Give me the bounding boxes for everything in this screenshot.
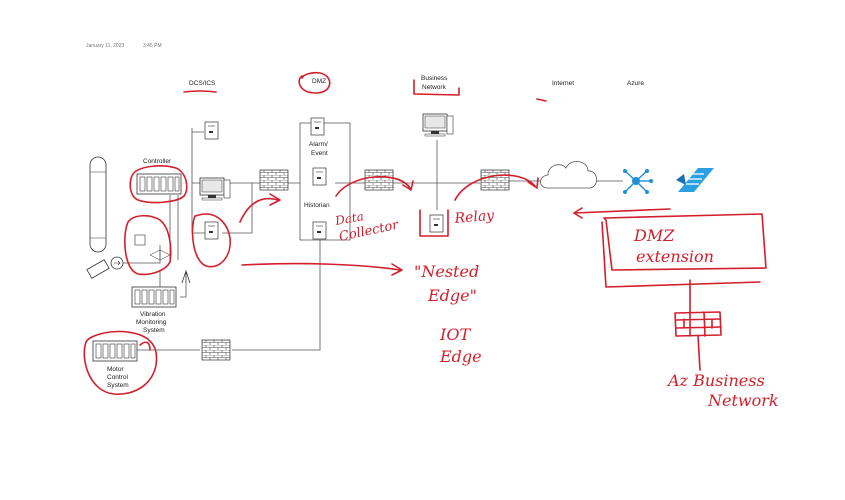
dcs-server-2-icon	[204, 221, 219, 240]
az-business-label-2: Network	[707, 391, 779, 410]
firewall-dcs-dmz-icon	[259, 169, 289, 191]
zone-business-label-2: Network	[422, 84, 447, 91]
internet-tick	[536, 98, 547, 102]
vibration-rack-icon	[131, 286, 177, 308]
timestamp-date: January 11, 2023	[86, 43, 124, 49]
firewall-motor-icon	[201, 339, 231, 361]
motor-control-rack-icon	[92, 340, 138, 362]
iot-hub-icon	[623, 169, 653, 194]
historian-label: Historian	[304, 202, 330, 209]
dmz-circle	[298, 71, 331, 94]
alarm-server-icon	[312, 167, 327, 186]
motor-label-3: System	[107, 382, 129, 389]
dmz-extension-label-1: DMZ	[633, 226, 675, 245]
relay-annotation: Relay	[453, 208, 496, 228]
iot-annotation-2: Edge	[439, 347, 482, 366]
vibration-label-2: Monitoring	[136, 319, 167, 326]
vibration-label-1: Vibration	[140, 311, 166, 318]
controller-rack-icon	[136, 173, 182, 195]
motor-label-1: Motor	[107, 366, 124, 373]
historian-server-icon	[312, 221, 327, 240]
motor-label-2: Control	[107, 374, 129, 381]
motor-pump-icon	[86, 245, 161, 279]
controller-label: Controller	[143, 158, 172, 165]
dcs-underline	[183, 90, 217, 93]
stream-analytics-icon	[676, 168, 714, 192]
antenna-icon	[181, 269, 191, 284]
firewall-dmz-business-icon	[364, 169, 394, 191]
data-annotation-1: Data	[333, 209, 365, 228]
timestamp-time: 3:45 PM	[143, 43, 162, 49]
firewall-business-internet-icon	[480, 169, 510, 191]
alarm-label-1: Alarm/	[309, 141, 328, 148]
iot-annotation-1: IOT	[439, 325, 471, 344]
tank-icon	[89, 156, 107, 253]
dmz-extension-label-2: extension	[636, 247, 714, 266]
business-workstation-icon	[422, 113, 454, 137]
operator-workstation-icon	[199, 177, 231, 201]
zone-internet-label: Internet	[552, 80, 574, 87]
relay-server-icon	[429, 214, 444, 233]
zone-dcs-label: DCS/ICS	[189, 80, 216, 87]
dmz-server-icon	[310, 117, 325, 136]
zone-dmz-label: DMZ	[312, 78, 326, 85]
cloud-icon	[540, 161, 597, 189]
ink-annotations	[83, 165, 767, 395]
az-business-label-1: Az Business	[666, 371, 765, 390]
zone-azure-label: Azure	[627, 80, 644, 87]
transmitter-icon	[134, 234, 171, 261]
business-bracket	[413, 79, 460, 96]
dcs-server-icon	[204, 121, 219, 140]
alarm-label-2: Event	[311, 150, 328, 157]
vibration-label-3: System	[143, 327, 165, 334]
nested-annotation-1: "Nested	[414, 262, 479, 281]
nested-annotation-2: Edge"	[427, 286, 477, 305]
zone-business-label-1: Business	[421, 75, 448, 82]
